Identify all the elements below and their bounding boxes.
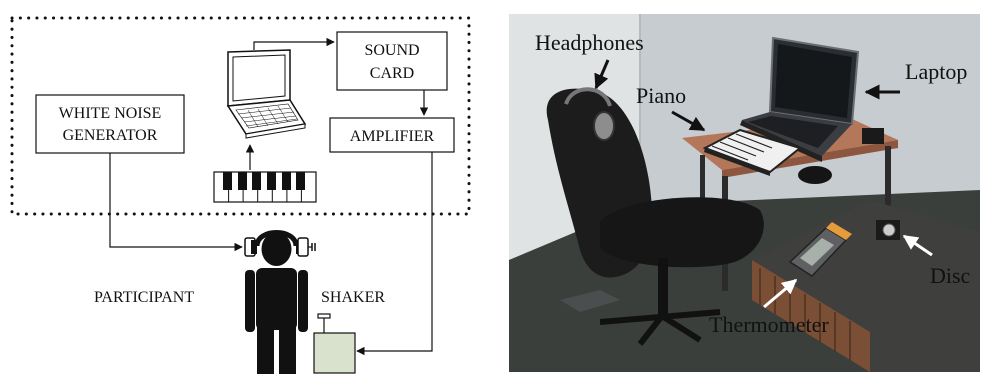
photo-disc <box>883 224 895 236</box>
white-noise-label-line2: GENERATOR <box>63 127 158 144</box>
sound-card-label-line2: CARD <box>370 65 414 82</box>
piano-keyboard-icon <box>214 172 316 202</box>
block-diagram: WHITE NOISE GENERATOR SOUND CARD AMPLIFI… <box>12 18 469 374</box>
sound-card-label-line1: SOUND <box>364 42 419 59</box>
shaker-icon <box>314 314 355 373</box>
white-noise-label-line1: WHITE NOISE <box>59 105 162 122</box>
headphones-photo-label: Headphones <box>535 30 644 55</box>
laptop-photo-label: Laptop <box>905 59 967 84</box>
laptop-icon <box>228 50 305 138</box>
shaker-label: SHAKER <box>321 289 385 306</box>
lab-photo: Headphones Piano Laptop Thermometer Disc <box>509 14 980 372</box>
white-noise-generator-box <box>36 95 184 153</box>
piano-photo-label: Piano <box>636 83 686 108</box>
thermometer-photo-label: Thermometer <box>709 312 829 337</box>
amplifier-label: AMPLIFIER <box>350 128 435 145</box>
participant-label: PARTICIPANT <box>94 289 194 306</box>
photo-mouse <box>798 166 832 184</box>
disc-photo-label: Disc <box>930 263 971 288</box>
